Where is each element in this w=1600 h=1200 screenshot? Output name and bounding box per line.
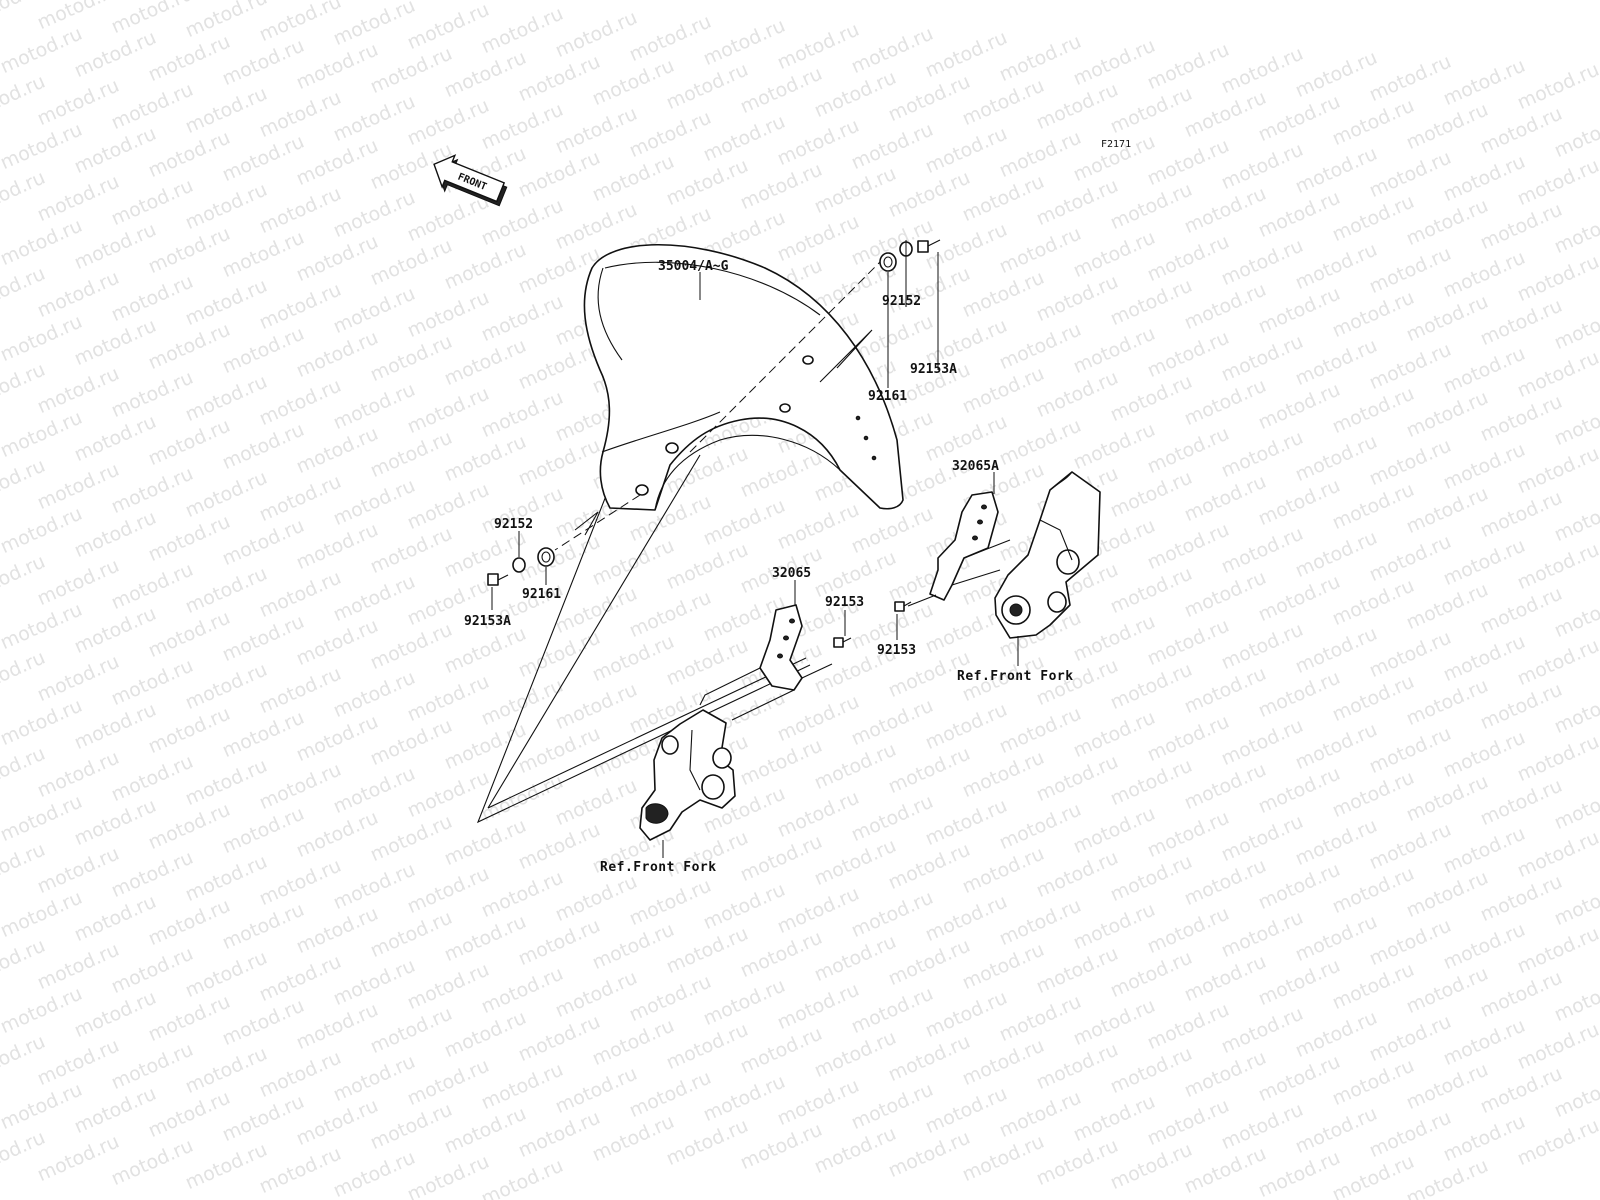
bolt-right xyxy=(894,601,912,612)
collar-lower xyxy=(537,547,555,567)
label-92161-lower: 92161 xyxy=(522,587,561,602)
label-92152-lower: 92152 xyxy=(494,517,533,532)
front-direction-arrow: FRONT xyxy=(433,154,508,207)
washer-lower xyxy=(512,557,526,573)
diagram-code: F2171 xyxy=(1101,139,1131,150)
bolt-upper xyxy=(917,239,941,253)
label-32065: 32065 xyxy=(772,566,811,581)
label-32065A: 32065A xyxy=(952,459,999,474)
label-35004: 35004/A~G xyxy=(658,259,729,274)
front-fork-left xyxy=(639,709,736,841)
bolt-lower xyxy=(487,573,509,586)
label-92152-upper: 92152 xyxy=(882,294,921,309)
bolt-left xyxy=(833,637,852,648)
label-92153-left: 92153 xyxy=(825,595,864,610)
bracket-left xyxy=(699,604,833,721)
label-ref-front-fork-right: Ref.Front Fork xyxy=(957,669,1074,684)
label-ref-front-fork-left: Ref.Front Fork xyxy=(600,860,717,875)
collar-upper xyxy=(879,252,897,272)
label-92153-right: 92153 xyxy=(877,643,916,658)
label-92153A-lower: 92153A xyxy=(464,614,511,629)
label-92153A-upper: 92153A xyxy=(910,362,957,377)
front-fork-right xyxy=(994,471,1101,639)
label-92161-upper: 92161 xyxy=(868,389,907,404)
front-fender xyxy=(583,244,904,511)
bracket-right xyxy=(907,491,1011,607)
